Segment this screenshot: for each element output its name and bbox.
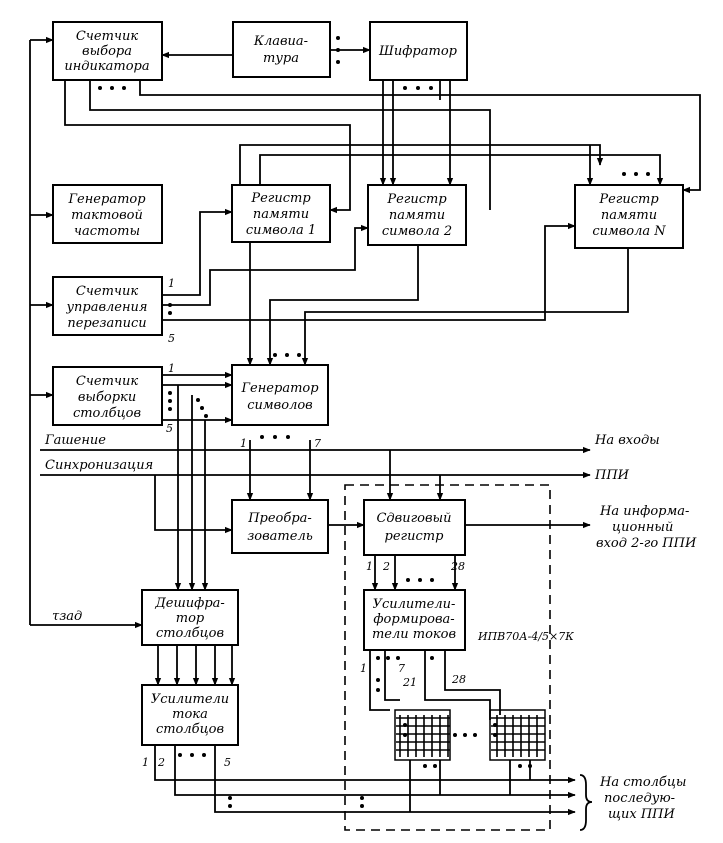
label-to-columns-1: На столбцы bbox=[599, 775, 687, 790]
svg-text:Генератор: Генератор bbox=[67, 192, 146, 207]
svg-text:Счетчик: Счетчик bbox=[76, 374, 139, 389]
svg-text:28: 28 bbox=[450, 560, 465, 573]
svg-text:Шифратор: Шифратор bbox=[378, 44, 458, 59]
svg-text:1: 1 bbox=[168, 362, 175, 375]
block-register-n: Регистр памяти символа N bbox=[574, 184, 684, 249]
ellipsis-dots bbox=[98, 36, 650, 808]
svg-text:Счетчик: Счетчик bbox=[76, 284, 139, 299]
label-indicator-type: ИПВ70А-4/5×7К bbox=[477, 630, 574, 643]
svg-text:регистр: регистр bbox=[385, 529, 445, 544]
block-column-counter: Счетчик выборки столбцов bbox=[52, 366, 163, 426]
label-to-inputs: На входы bbox=[594, 433, 660, 448]
svg-text:1: 1 bbox=[168, 277, 175, 290]
led-matrix-n bbox=[489, 709, 546, 761]
label-sync: Синхронизация bbox=[45, 458, 153, 473]
svg-text:столбцов: столбцов bbox=[156, 722, 224, 737]
svg-text:21: 21 bbox=[402, 676, 417, 689]
svg-text:памяти: памяти bbox=[253, 207, 309, 222]
block-column-decoder: Дешифра- тор столбцов bbox=[141, 589, 239, 646]
svg-text:выбора: выбора bbox=[82, 44, 132, 59]
label-info-input-3: вход 2-го ППИ bbox=[596, 536, 697, 551]
svg-text:Преобра-: Преобра- bbox=[247, 511, 312, 526]
block-current-drivers: Усилители- формирова- тели токов bbox=[363, 589, 466, 651]
svg-text:управления: управления bbox=[65, 300, 147, 315]
svg-text:7: 7 bbox=[398, 662, 405, 675]
svg-text:1: 1 bbox=[240, 437, 247, 450]
label-ppi: ППИ bbox=[594, 468, 630, 483]
svg-text:индикатора: индикатора bbox=[64, 59, 149, 74]
label-to-columns-3: щих ППИ bbox=[608, 807, 676, 822]
svg-text:зователь: зователь bbox=[247, 529, 313, 544]
connections bbox=[29, 36, 701, 816]
svg-text:2: 2 bbox=[157, 756, 165, 769]
svg-text:символов: символов bbox=[247, 398, 313, 413]
svg-text:перезаписи: перезаписи bbox=[67, 316, 146, 331]
label-t-set: τзад bbox=[52, 609, 82, 624]
svg-text:тактовой: тактовой bbox=[71, 208, 143, 223]
svg-text:1: 1 bbox=[142, 756, 149, 769]
label-blanking: Гашение bbox=[44, 433, 106, 448]
svg-text:выборки: выборки bbox=[78, 390, 136, 405]
svg-text:столбцов: столбцов bbox=[73, 406, 141, 421]
block-register-2: Регистр памяти символа 2 bbox=[367, 184, 467, 246]
svg-text:тока: тока bbox=[172, 707, 208, 722]
svg-text:Регистр: Регистр bbox=[250, 191, 311, 206]
block-clock-generator: Генератор тактовой частоты bbox=[52, 184, 163, 244]
block-converter: Преобра- зователь bbox=[231, 499, 329, 554]
svg-text:5: 5 bbox=[224, 756, 231, 769]
block-symbol-generator: Генератор символов bbox=[231, 364, 329, 426]
svg-text:Клавиа-: Клавиа- bbox=[253, 34, 308, 49]
output-brace bbox=[579, 774, 593, 831]
block-column-amplifiers: Усилители тока столбцов bbox=[141, 684, 239, 746]
block-keyboard: Клавиа- тура bbox=[232, 21, 331, 78]
label-to-columns-2: последую- bbox=[604, 791, 675, 806]
svg-text:Счетчик: Счетчик bbox=[76, 29, 139, 44]
svg-text:формирова-: формирова- bbox=[373, 612, 454, 627]
svg-text:1: 1 bbox=[366, 560, 373, 573]
pin-numbers: 1 5 1 5 1 7 1 2 28 1 7 21 28 1 2 5 bbox=[142, 277, 466, 769]
svg-text:Дешифра-: Дешифра- bbox=[154, 596, 225, 611]
svg-text:28: 28 bbox=[451, 673, 466, 686]
block-counter-indicator: Счетчик выбора индикатора bbox=[52, 21, 163, 81]
svg-text:символа 1: символа 1 bbox=[246, 223, 316, 238]
svg-text:тор: тор bbox=[176, 611, 205, 626]
block-register-1: Регистр памяти символа 1 bbox=[231, 184, 331, 243]
svg-text:Усилители: Усилители bbox=[151, 692, 229, 707]
svg-text:столбцов: столбцов bbox=[156, 626, 224, 641]
svg-text:2: 2 bbox=[382, 560, 390, 573]
block-rewrite-counter: Счетчик управления перезаписи bbox=[52, 276, 163, 336]
block-shift-register: Сдвиговый регистр bbox=[363, 499, 466, 556]
label-info-input-2: ционный bbox=[612, 520, 673, 535]
svg-text:7: 7 bbox=[314, 437, 321, 450]
svg-text:Регистр: Регистр bbox=[598, 192, 659, 207]
svg-text:5: 5 bbox=[168, 332, 175, 345]
svg-text:памяти: памяти bbox=[389, 208, 445, 223]
svg-text:Сдвиговый: Сдвиговый bbox=[376, 511, 451, 526]
svg-text:1: 1 bbox=[360, 662, 367, 675]
led-matrix-1 bbox=[394, 709, 451, 761]
svg-text:5: 5 bbox=[166, 422, 173, 435]
svg-text:частоты: частоты bbox=[74, 224, 140, 239]
svg-text:Усилители-: Усилители- bbox=[373, 597, 456, 612]
svg-text:тура: тура bbox=[263, 51, 299, 66]
svg-text:тели токов: тели токов bbox=[372, 627, 456, 642]
label-info-input-1: На информа- bbox=[599, 504, 689, 519]
svg-text:Генератор: Генератор bbox=[240, 381, 319, 396]
block-encoder: Шифратор bbox=[369, 21, 468, 81]
svg-text:символа N: символа N bbox=[592, 224, 666, 239]
indicator-enclosure bbox=[344, 484, 551, 831]
svg-text:памяти: памяти bbox=[601, 208, 657, 223]
svg-text:Регистр: Регистр bbox=[386, 192, 447, 207]
svg-text:символа 2: символа 2 bbox=[382, 224, 452, 239]
